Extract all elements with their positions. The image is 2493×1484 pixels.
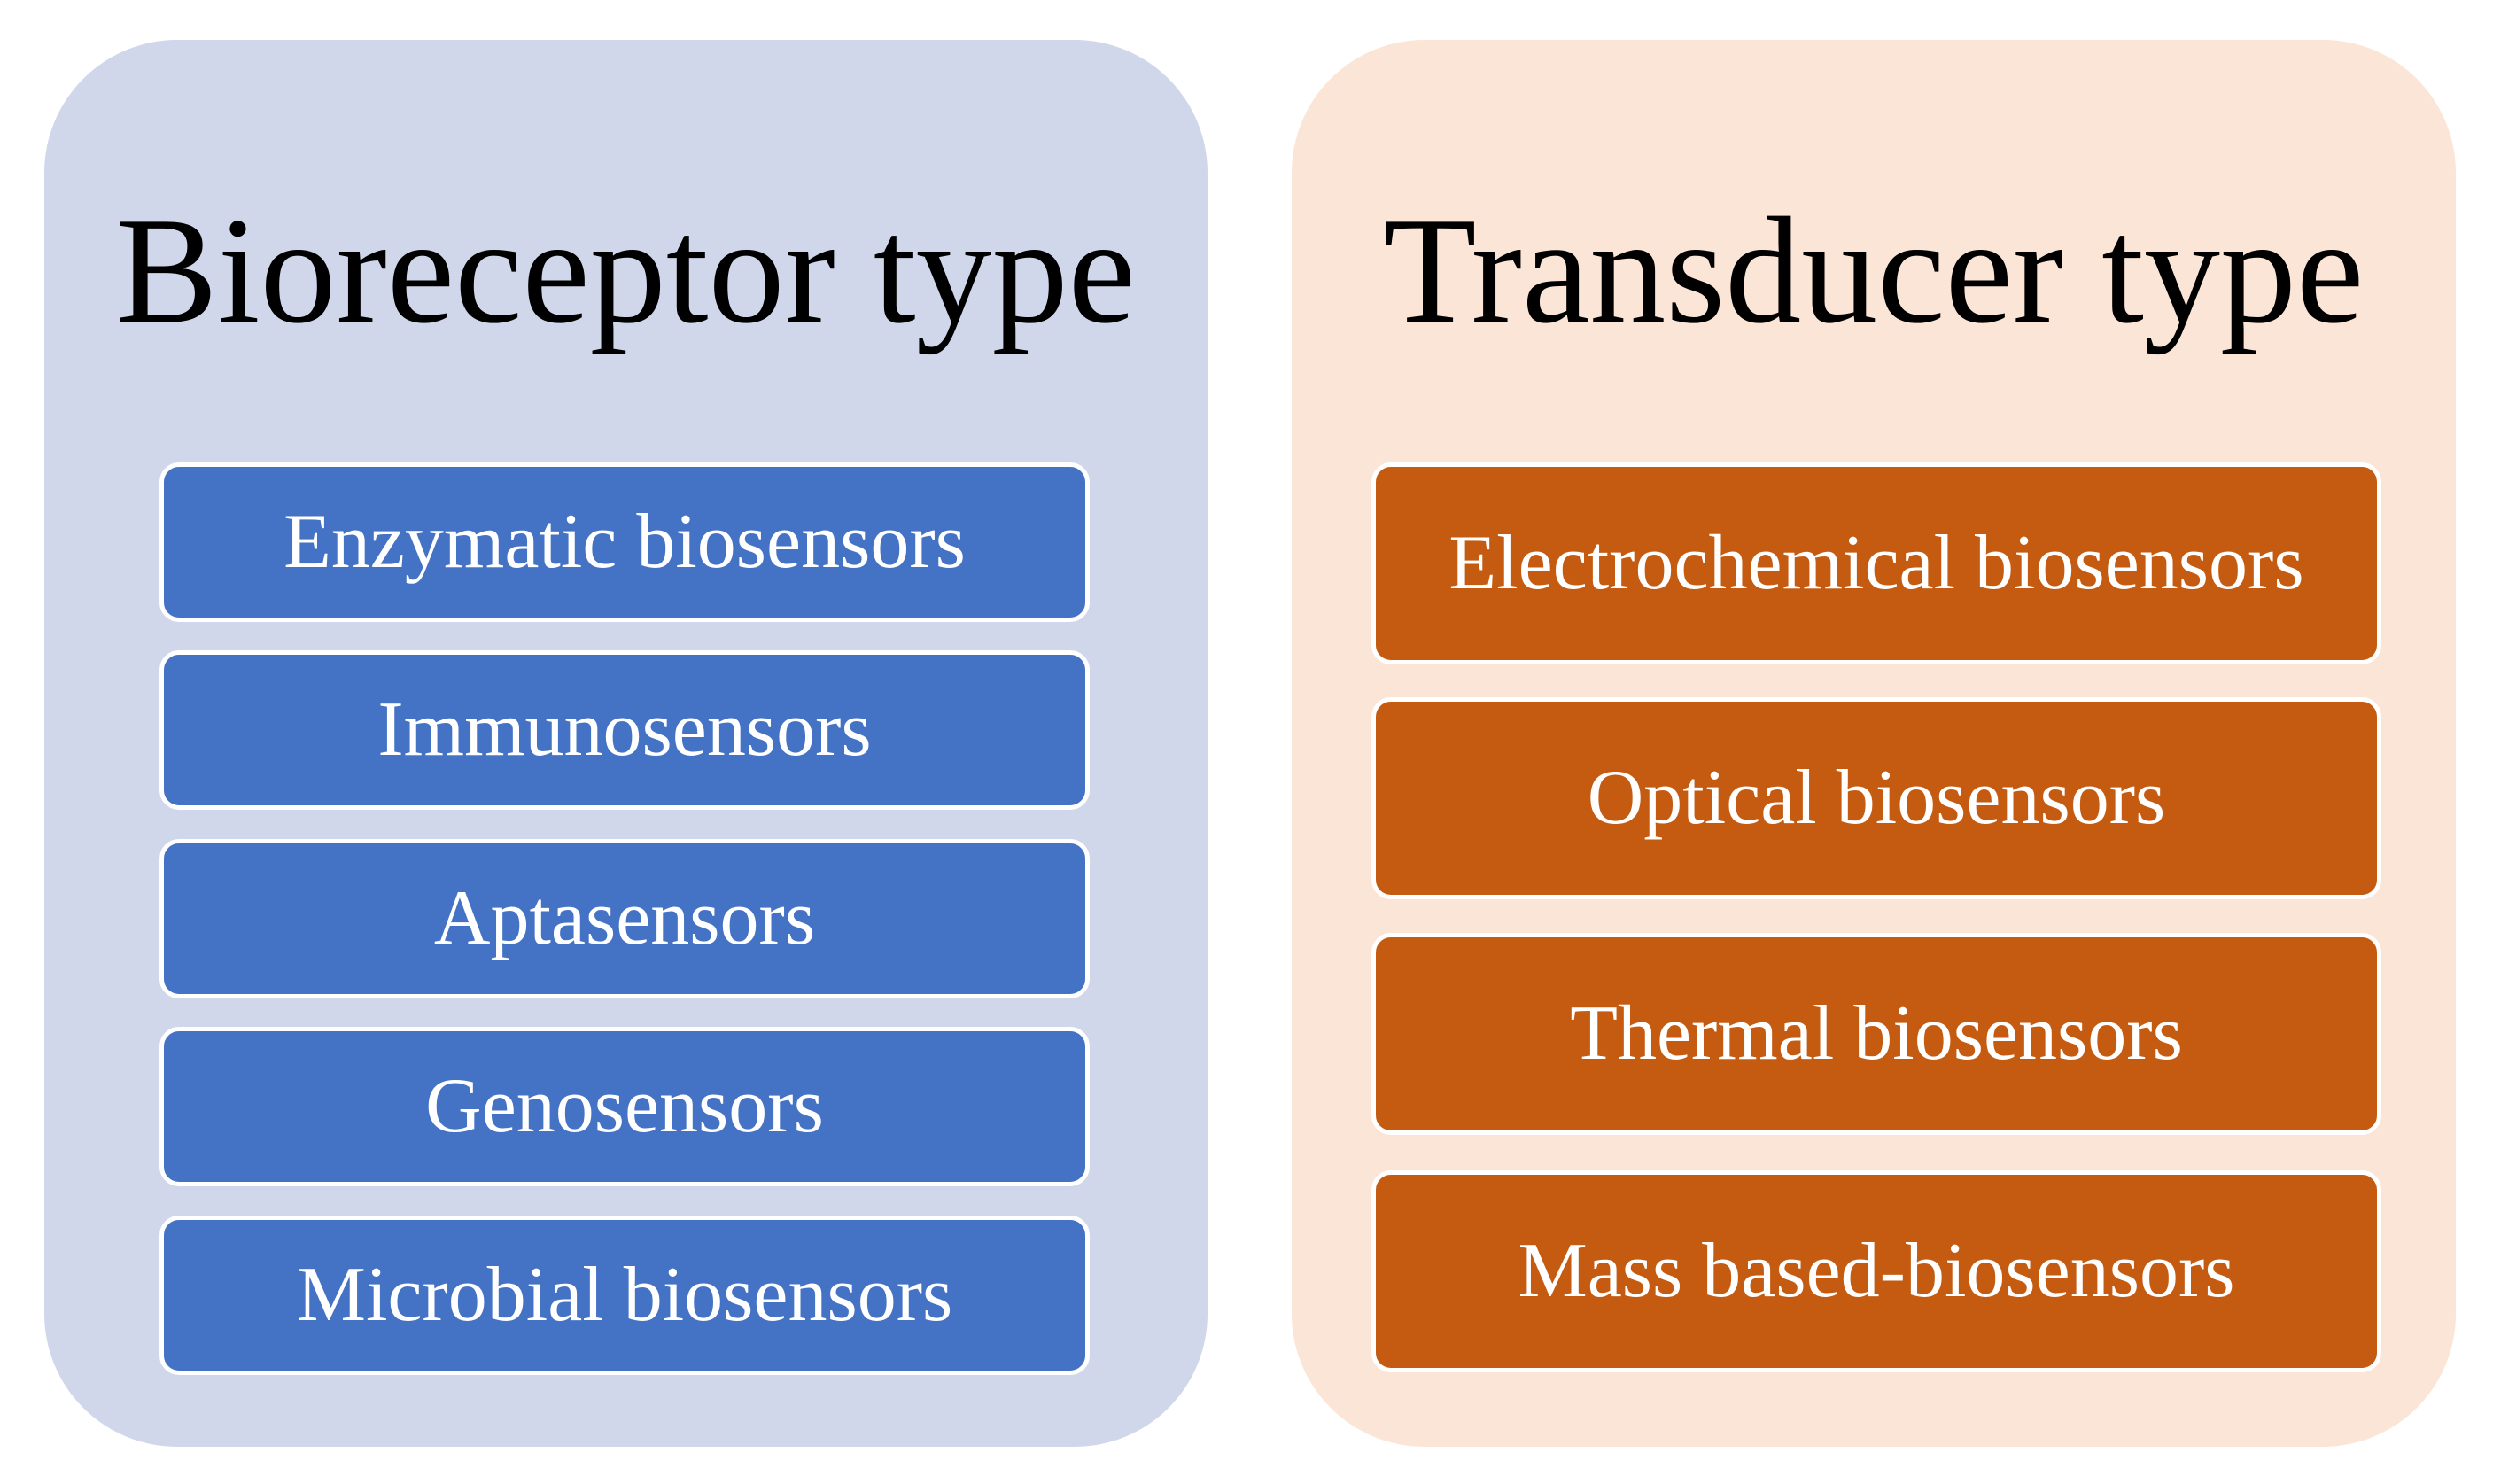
transducer-item: Thermal biosensors xyxy=(1371,933,2381,1135)
transducer-panel: Transducer type Electrochemical biosenso… xyxy=(1292,40,2456,1447)
bioreceptor-item: Aptasensors xyxy=(159,839,1090,998)
bioreceptor-panel: Bioreceptor type Enzymatic biosensors Im… xyxy=(44,40,1208,1447)
transducer-title: Transducer type xyxy=(1383,187,2365,355)
bioreceptor-item: Genosensors xyxy=(159,1027,1090,1186)
transducer-item: Electrochemical biosensors xyxy=(1371,462,2381,664)
bioreceptor-title: Bioreceptor type xyxy=(115,187,1136,355)
bioreceptor-item: Microbial biosensors xyxy=(159,1216,1090,1375)
transducer-item: Mass based-biosensors xyxy=(1371,1170,2381,1372)
bioreceptor-item: Enzymatic biosensors xyxy=(159,462,1090,622)
bioreceptor-item: Immunosensors xyxy=(159,650,1090,810)
transducer-item: Optical biosensors xyxy=(1371,697,2381,899)
